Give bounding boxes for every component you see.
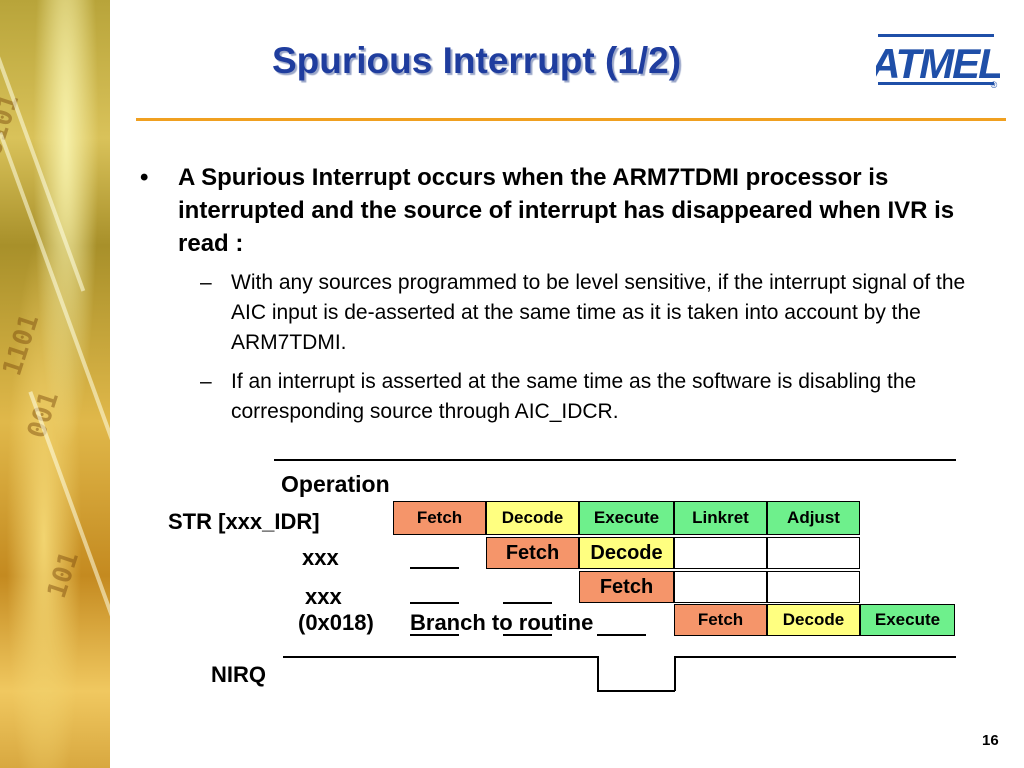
idle-slot	[410, 634, 459, 636]
stage-fetch: Fetch	[486, 537, 579, 569]
idle-slot	[503, 634, 552, 636]
atmel-logo: ATMEL ®	[876, 34, 1000, 90]
diagram-top-line	[274, 459, 956, 461]
row-label-xxx: xxx	[302, 545, 339, 570]
nirq-rising-edge	[674, 656, 676, 691]
page-number: 16	[982, 732, 999, 749]
stage-execute: Execute	[860, 604, 955, 636]
stage-decode: Decode	[579, 537, 674, 569]
nirq-high	[674, 656, 956, 658]
stage-fetch: Fetch	[674, 604, 767, 636]
idle-slot	[597, 634, 646, 636]
empty-stage	[674, 537, 767, 569]
nirq-high	[283, 656, 598, 658]
stage-decode: Decode	[486, 501, 579, 535]
empty-stage	[767, 571, 860, 603]
nirq-falling-edge	[597, 656, 599, 691]
main-bullet-text: A Spurious Interrupt occurs when the ARM…	[178, 164, 955, 257]
empty-stage	[767, 537, 860, 569]
stage-adjust: Adjust	[767, 501, 860, 535]
nirq-label: NIRQ	[211, 662, 266, 687]
branch-label: Branch to routine	[410, 610, 594, 635]
banner-digits: 101	[41, 548, 86, 602]
stage-fetch: Fetch	[579, 571, 674, 603]
sub-bullet-text: With any sources programmed to be level …	[231, 271, 966, 354]
sub-bullet-marker: –	[200, 271, 212, 294]
sub-bullet-marker: –	[200, 370, 212, 393]
row-label-xxx: xxx	[305, 584, 342, 609]
bullet-marker: •	[140, 164, 149, 191]
title-divider	[136, 118, 1006, 121]
logo-text: ATMEL	[876, 40, 1000, 87]
stage-fetch: Fetch	[393, 501, 486, 535]
decorative-banner: 0101 1101 001 101	[0, 0, 110, 768]
row-label-str: STR [xxx_IDR]	[168, 509, 320, 534]
nirq-low	[597, 690, 675, 692]
registered-mark: ®	[991, 80, 998, 90]
stage-linkret: Linkret	[674, 501, 767, 535]
branch-address: (0x018)	[298, 610, 374, 635]
idle-slot	[410, 567, 459, 569]
idle-slot	[503, 602, 552, 604]
empty-stage	[674, 571, 767, 603]
idle-slot	[410, 602, 459, 604]
operation-header: Operation	[281, 471, 390, 497]
banner-digits: 1101	[0, 310, 46, 380]
sub-bullet-text: If an interrupt is asserted at the same …	[231, 370, 917, 423]
slide-title: Spurious Interrupt (1/2)	[272, 40, 682, 81]
stage-execute: Execute	[579, 501, 674, 535]
stage-decode: Decode	[767, 604, 860, 636]
